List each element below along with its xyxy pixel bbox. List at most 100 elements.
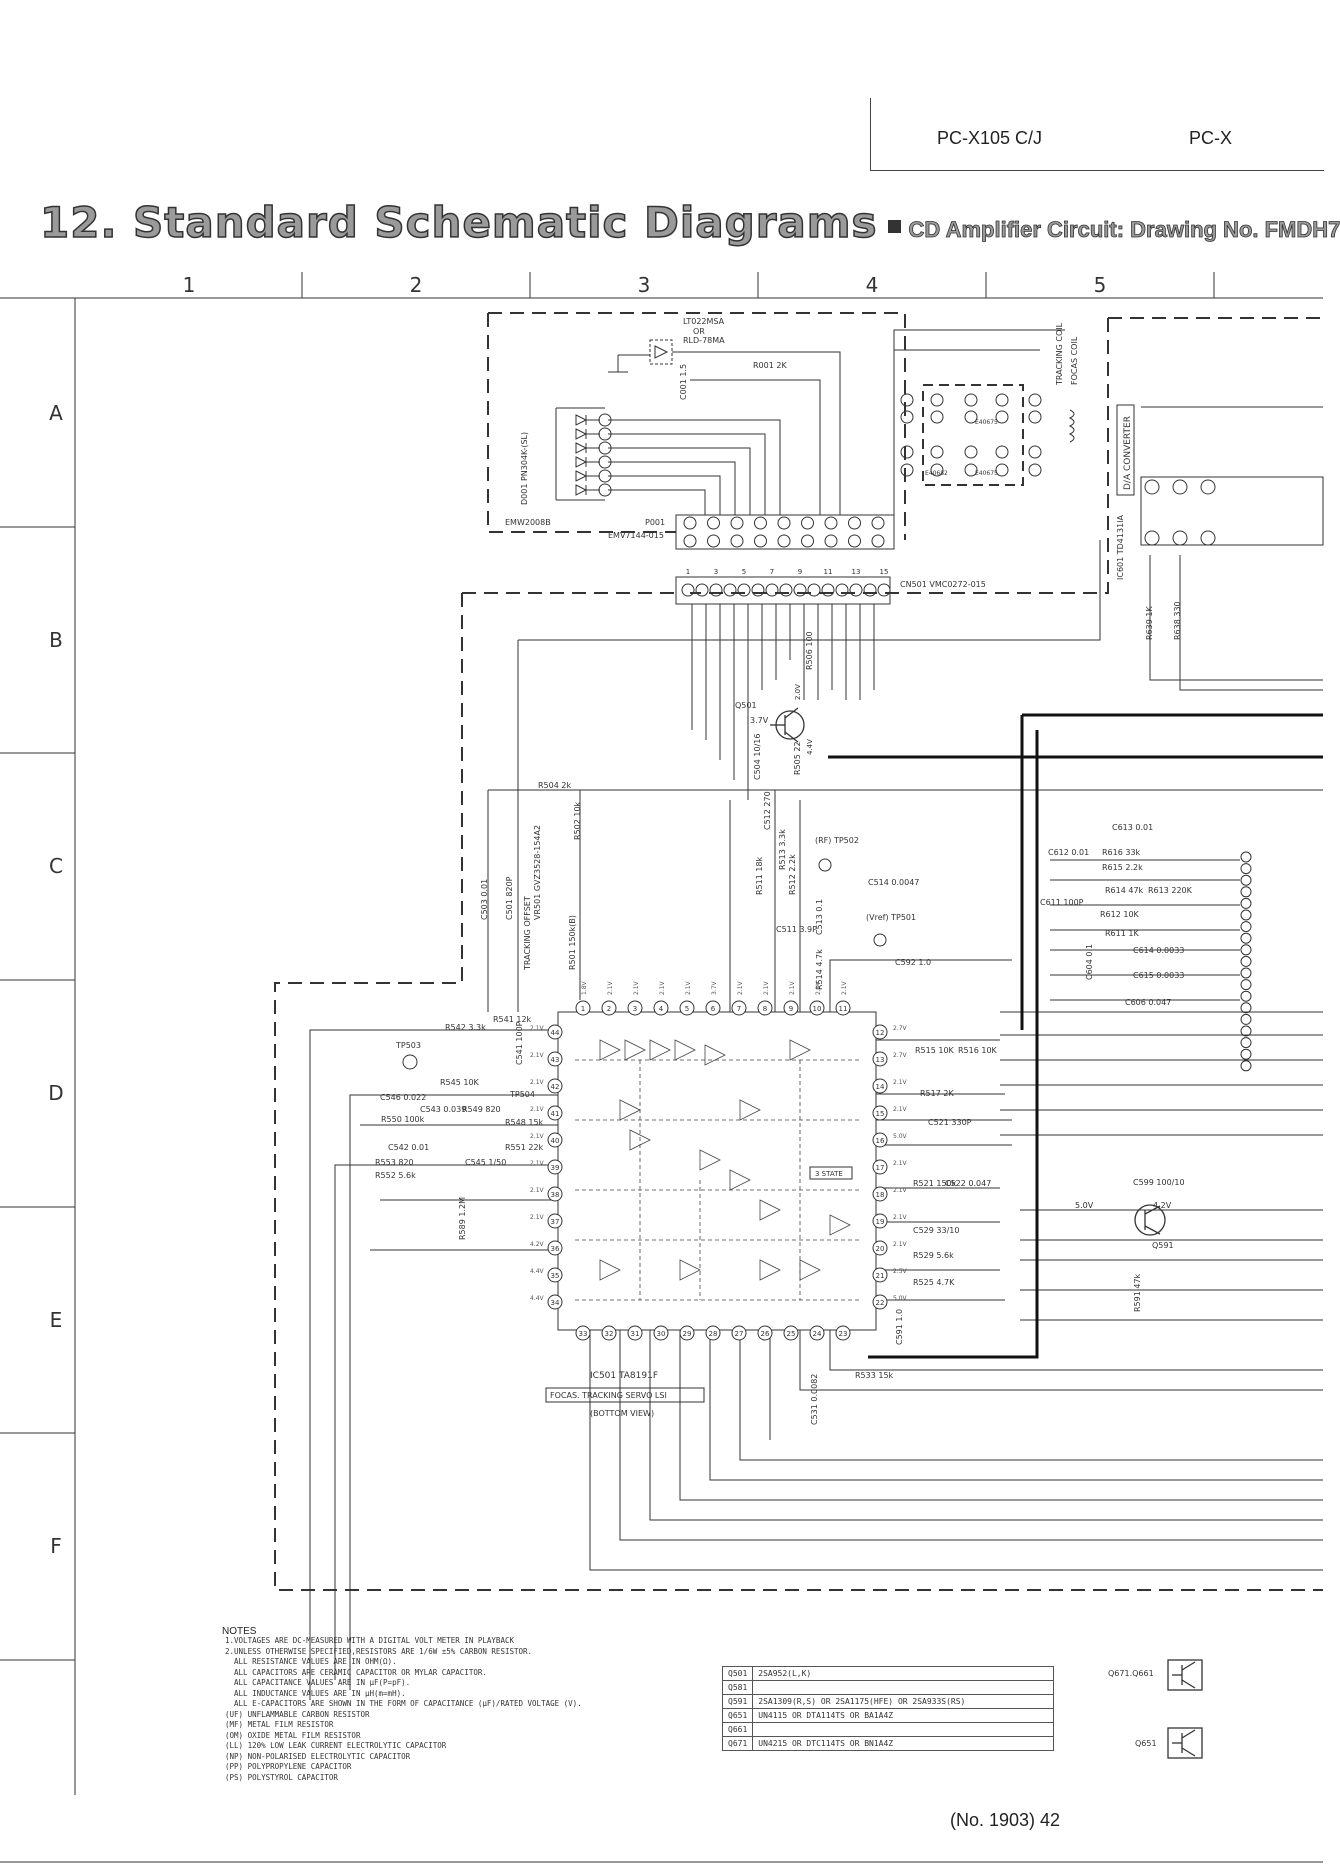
connector-pin xyxy=(1240,967,1252,979)
ic501-pin xyxy=(601,1000,617,1016)
note-line: (PP) POLYPROPYLENE CAPACITOR xyxy=(225,1762,352,1771)
ic501-pin-number: 8 xyxy=(763,1005,767,1013)
ic501-pin-number: 15 xyxy=(876,1110,885,1118)
r612-label: R612 10K xyxy=(1100,910,1140,919)
r502-label: R502 10k xyxy=(573,801,582,840)
op-amp-symbol xyxy=(739,1099,761,1121)
coil-node xyxy=(1028,393,1042,407)
c614-label: C614 0.0033 xyxy=(1133,946,1184,955)
ic501-pin xyxy=(705,1000,721,1016)
ic501-pin-number: 23 xyxy=(839,1330,848,1338)
coil-node xyxy=(930,393,944,407)
r591-label: R591 47k xyxy=(1133,1273,1142,1312)
grid-column-label: 4 xyxy=(866,273,879,297)
connector-pin xyxy=(1240,921,1252,933)
ic501-pin-number: 37 xyxy=(551,1218,560,1226)
connector-pin xyxy=(1240,1025,1252,1037)
connector-pin xyxy=(1240,1060,1252,1072)
note-line: ALL E-CAPACITORS ARE SHOWN IN THE FORM O… xyxy=(225,1699,582,1708)
r514-label: R514 4.7k xyxy=(815,949,824,990)
ic501-pin-number: 20 xyxy=(876,1245,885,1253)
ic501-pin xyxy=(783,1325,799,1341)
coil-node xyxy=(930,410,944,424)
c606-label: C606 0.047 xyxy=(1125,998,1171,1007)
ic501-pin xyxy=(679,1000,695,1016)
ic501-pin-number: 39 xyxy=(551,1164,560,1172)
coil-node xyxy=(900,410,914,424)
r615-label: R615 2.2k xyxy=(1102,863,1143,872)
ic501-pin-number: 32 xyxy=(605,1330,614,1338)
coil-node xyxy=(1028,445,1042,459)
ic501-voltage: 2.1V xyxy=(789,980,796,995)
ic601-label: IC601 TD4131IA xyxy=(1116,514,1125,580)
section-subtitle: CD Amplifier Circuit: Drawing No. FMDH7 xyxy=(908,217,1340,243)
model-label-2: PC-X xyxy=(1189,128,1233,148)
ic501-voltage: 2.1V xyxy=(530,1160,545,1167)
vr501-label: VR501 GVZ3528-154A2 xyxy=(533,825,542,920)
ic501-pin xyxy=(547,1240,563,1256)
wire xyxy=(691,604,749,800)
da-pin xyxy=(1172,479,1188,495)
r501-label: R501 150k(B) xyxy=(568,915,577,970)
ic501-voltage: 2.1V xyxy=(530,1187,545,1194)
cn501-connector xyxy=(675,576,891,605)
grid-column-label: 3 xyxy=(638,273,651,297)
ic501-voltage: 4.4V xyxy=(530,1268,545,1275)
p001-pin xyxy=(824,516,838,530)
ic501-pin-number: 41 xyxy=(551,1110,560,1118)
bottom-view-label: (BOTTOM VIEW) xyxy=(590,1409,654,1418)
r550-label: R550 100k xyxy=(381,1115,425,1124)
coil-node xyxy=(930,445,944,459)
ic501-pin-number: 11 xyxy=(839,1005,848,1013)
c511-label: C511 3.9P xyxy=(776,925,817,934)
emv-label: EMV7144-015 xyxy=(608,531,664,540)
ic501-pin xyxy=(731,1000,747,1016)
ic501-voltage: 5.0V xyxy=(893,1295,908,1302)
table-cell-ref: Q661 xyxy=(721,1722,754,1737)
cap-label-3: E40682 xyxy=(925,470,948,477)
q501-v3: 4.4V xyxy=(806,739,814,755)
ic501-voltage: 4.4V xyxy=(530,1295,545,1302)
wire xyxy=(1050,859,1240,1001)
c529-label: C529 33/10 xyxy=(913,1226,959,1235)
table-cell-part xyxy=(752,1680,1055,1695)
model-header: PC-X105 C/J PC-X xyxy=(870,98,1324,171)
ic501-pin-number: 14 xyxy=(876,1083,885,1091)
ic501-pin-number: 28 xyxy=(709,1330,718,1338)
c514-label: C514 0.0047 xyxy=(868,878,919,887)
c592-label: C592 1.0 xyxy=(895,958,931,967)
table-cell-ref: Q581 xyxy=(721,1680,754,1695)
ic501-pin xyxy=(872,1159,888,1175)
ic501-pin-number: 19 xyxy=(876,1218,885,1226)
p001-label: P001 xyxy=(645,518,665,527)
connector-pin xyxy=(1240,874,1252,886)
cn501-pin xyxy=(877,583,891,597)
photodiode-symbol xyxy=(575,428,588,440)
c613-label: C613 0.01 xyxy=(1112,823,1153,832)
table-cell-part: 2SA1309(R,S) OR 2SA1175(HFE) OR 2SA933S(… xyxy=(752,1694,1055,1709)
op-amp-symbol xyxy=(629,1129,651,1151)
wire xyxy=(739,1330,1323,1461)
cap-label-1: E40675 xyxy=(975,419,998,426)
ic501-pin-number: 17 xyxy=(876,1164,885,1172)
coil-node-bank xyxy=(900,393,1042,477)
wire xyxy=(608,419,781,515)
r001-label: R001 2K xyxy=(753,361,787,370)
ic501-pin-number: 1 xyxy=(581,1005,585,1013)
p001-pin xyxy=(730,516,744,530)
ic501-pin-number: 44 xyxy=(551,1029,560,1037)
ic501-voltage: 2.1V xyxy=(530,1025,545,1032)
ic501-voltage: 2.1V xyxy=(685,980,692,995)
wire xyxy=(309,1029,558,1700)
wire xyxy=(517,540,1101,1012)
wire xyxy=(1020,1209,1323,1321)
coil-node xyxy=(900,463,914,477)
ic501-pin-number: 40 xyxy=(551,1137,560,1145)
p001-pin xyxy=(754,516,767,530)
cn501-pin xyxy=(765,583,779,597)
connector-pin xyxy=(1240,1002,1252,1014)
table-cell-part: UN4215 OR DTC114TS OR BN1A4Z xyxy=(752,1736,1055,1751)
ic501-voltage: 2.1V xyxy=(659,980,666,995)
op-amp-symbol xyxy=(599,1039,621,1061)
cn501-pin-number: 1 xyxy=(686,568,690,576)
